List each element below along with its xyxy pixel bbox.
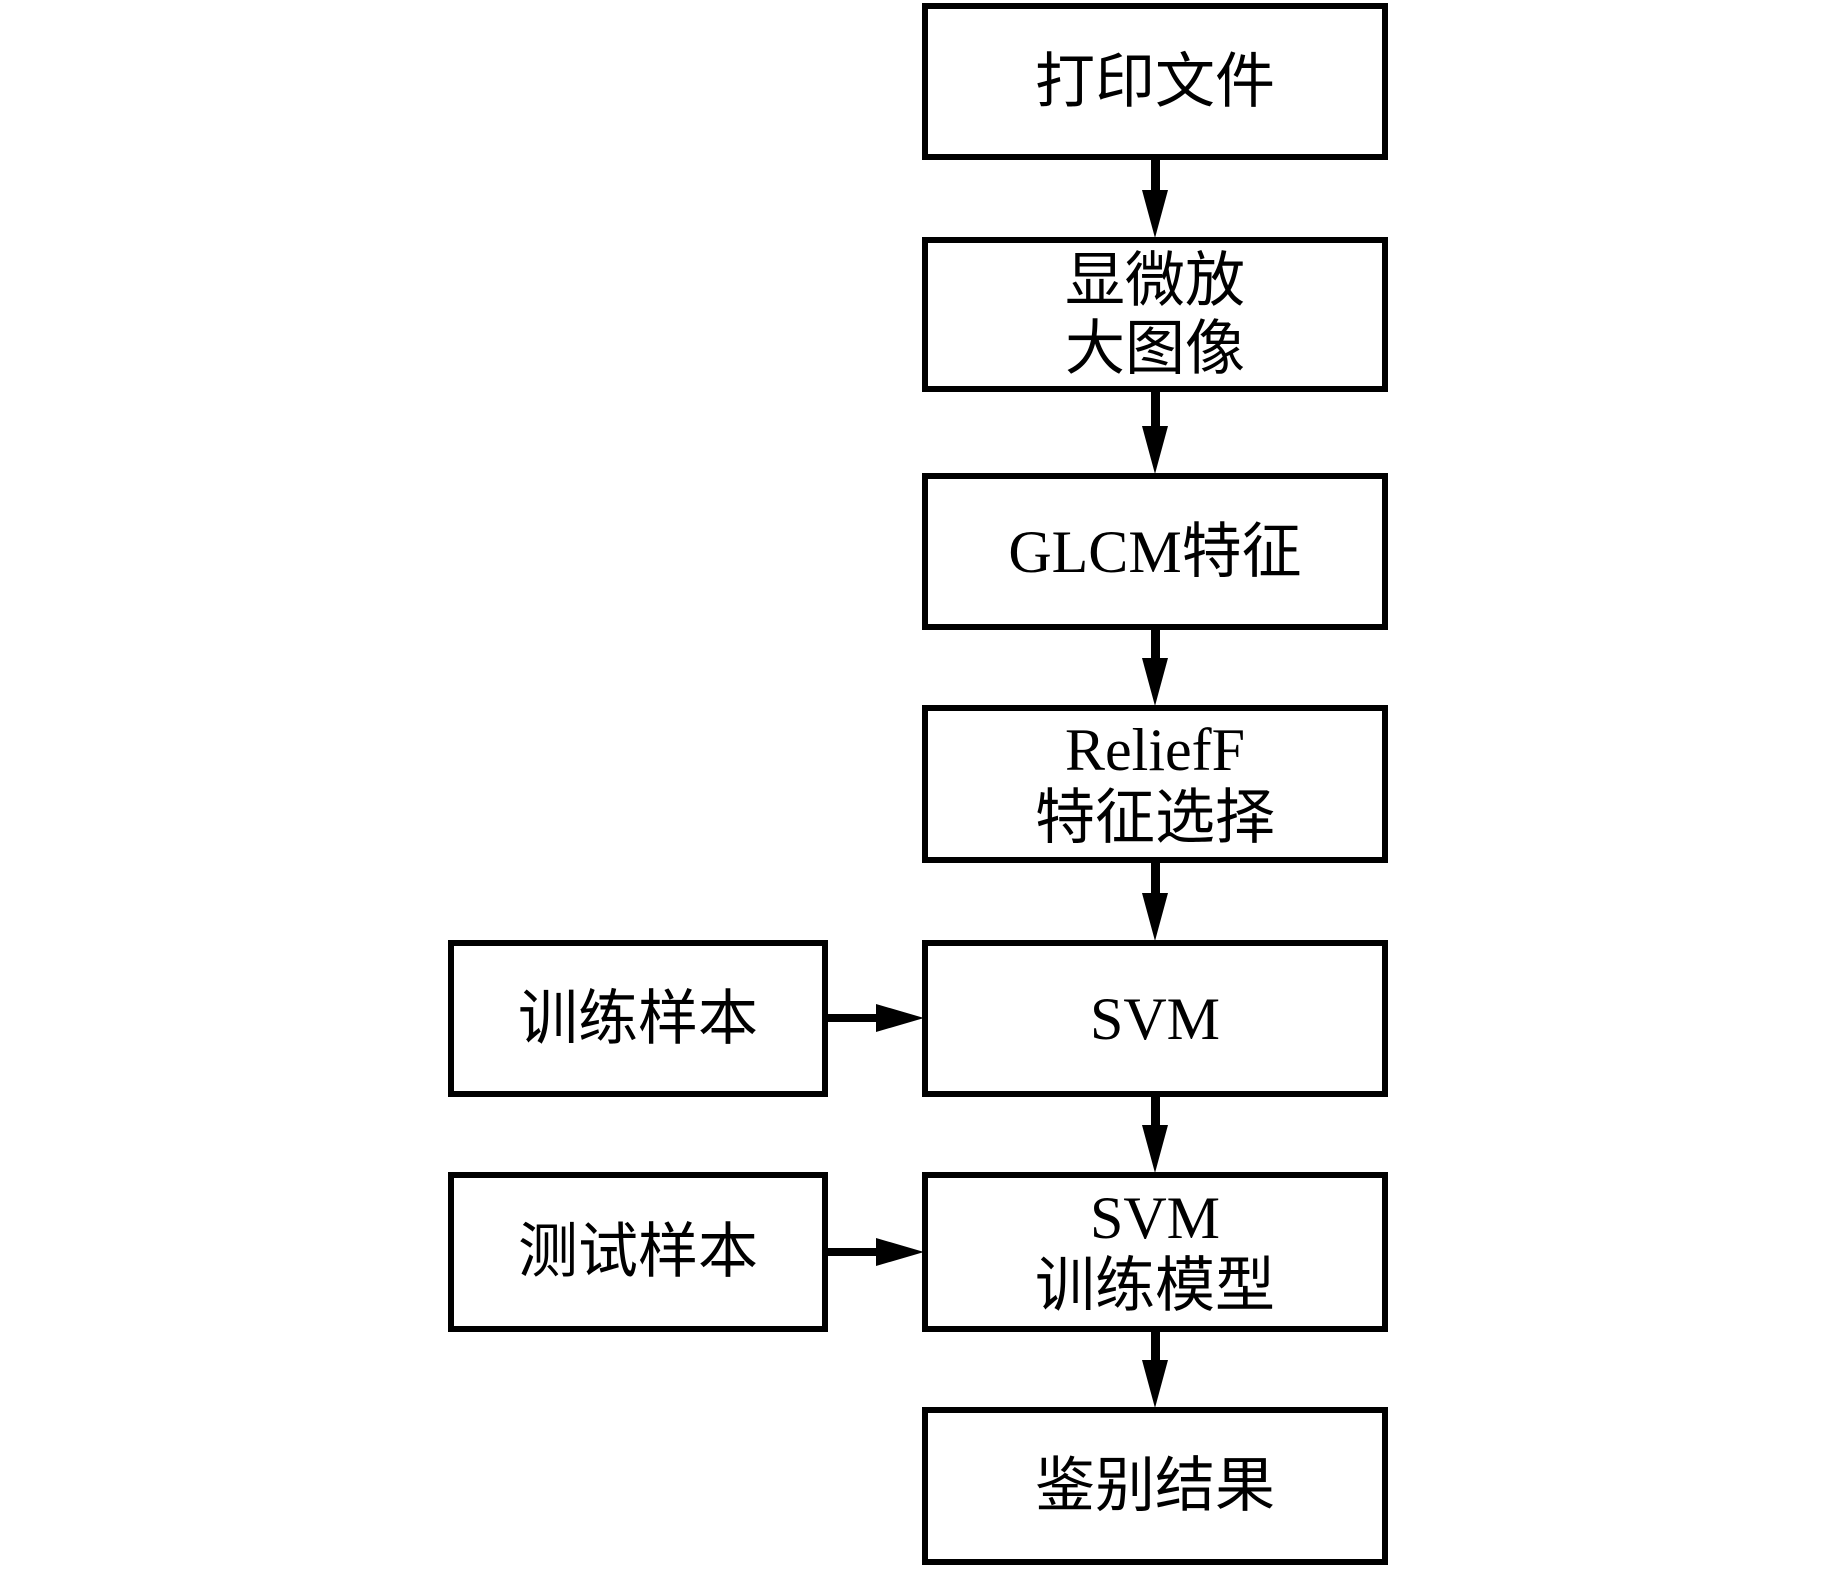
node-label: SVM: [1089, 985, 1221, 1052]
node-svm-trained-model: SVM 训练模型: [922, 1172, 1388, 1332]
arrow-head-down-icon: [1142, 426, 1168, 474]
node-training-samples: 训练样本: [448, 940, 828, 1097]
arrow-shaft: [826, 1248, 876, 1256]
flow-arrow-down-print-to-micro: [1142, 158, 1168, 238]
arrow-shaft: [1150, 861, 1160, 893]
node-label: 测试样本: [518, 1219, 758, 1285]
node-label: 打印文件: [1035, 48, 1275, 115]
arrow-shaft: [1150, 158, 1160, 190]
node-microscopic-magnified-image: 显微放 大图像: [922, 237, 1388, 392]
arrow-head-down-icon: [1142, 1360, 1168, 1408]
node-identification-result: 鉴别结果: [922, 1407, 1388, 1565]
flow-arrow-down-svm-to-model: [1142, 1095, 1168, 1173]
flow-arrow-right-test-to-model: [826, 1238, 924, 1266]
flow-arrow-down-relieff-to-svm: [1142, 861, 1168, 941]
arrow-head-right-icon: [876, 1238, 924, 1266]
arrow-head-down-icon: [1142, 658, 1168, 706]
node-label: 显微放 大图像: [1065, 247, 1245, 382]
node-glcm-features: GLCM特征: [922, 473, 1388, 630]
flow-arrow-down-glcm-to-relieff: [1142, 628, 1168, 706]
arrow-head-down-icon: [1142, 893, 1168, 941]
node-test-samples: 测试样本: [448, 1172, 828, 1332]
node-label: SVM 训练模型: [1035, 1185, 1275, 1319]
arrow-shaft: [1150, 1095, 1160, 1125]
node-label: ReliefF 特征选择: [1035, 717, 1275, 851]
arrow-head-down-icon: [1142, 190, 1168, 238]
node-label: GLCM特征: [1008, 518, 1302, 585]
flow-arrow-down-model-to-result: [1142, 1330, 1168, 1408]
node-svm: SVM: [922, 940, 1388, 1097]
arrow-shaft: [1150, 628, 1160, 658]
node-label: 训练样本: [518, 985, 758, 1052]
arrow-head-down-icon: [1142, 1125, 1168, 1173]
flow-arrow-down-micro-to-glcm: [1142, 390, 1168, 474]
flow-arrow-right-train-to-svm: [826, 1004, 924, 1032]
arrow-shaft: [1150, 390, 1160, 426]
arrow-head-right-icon: [876, 1004, 924, 1032]
node-label: 鉴别结果: [1035, 1453, 1275, 1519]
node-print-document: 打印文件: [922, 3, 1388, 160]
arrow-shaft: [1150, 1330, 1160, 1360]
arrow-shaft: [826, 1014, 876, 1022]
node-relieff-feature-selection: ReliefF 特征选择: [922, 705, 1388, 863]
